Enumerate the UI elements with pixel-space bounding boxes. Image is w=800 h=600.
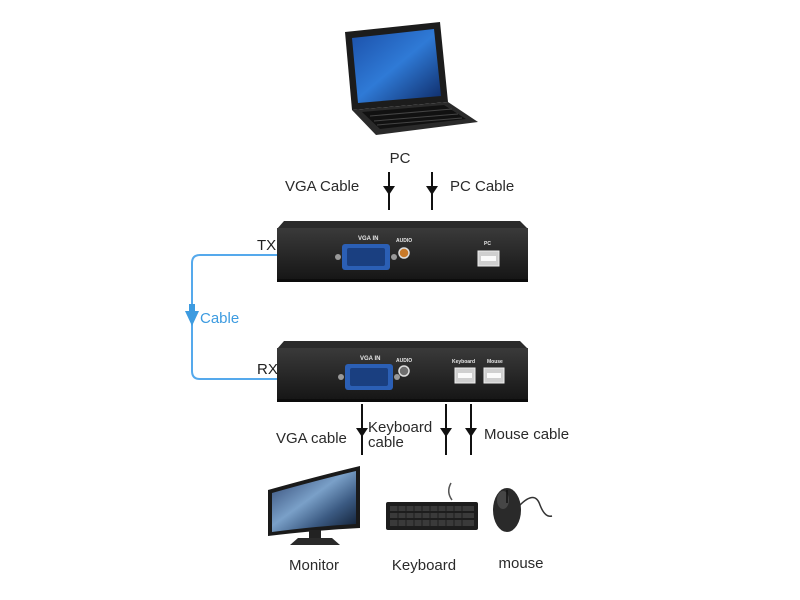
keyboard-label: Keyboard [392,557,456,574]
keyboard-icon [386,482,478,530]
tx-box: VGA IN AUDIO PC [277,221,528,282]
vga-cable-label-top: VGA Cable [285,178,359,195]
vga-cable-label-bottom: VGA cable [276,430,347,447]
mouse-label: mouse [498,555,543,572]
laptop-icon [345,22,478,135]
tx-audio-port [398,247,410,259]
link-cable-arrow [185,311,199,326]
monitor-label: Monitor [289,557,339,574]
pc-cable-label: PC Cable [450,178,514,195]
link-cable-label: Cable [200,310,239,327]
rx-output-arrows [356,404,477,455]
monitor-icon [268,466,360,545]
rx-vga-in-label: VGA IN [360,356,380,362]
rx-box: VGA IN AUDIO Keyboard Mouse [277,341,528,402]
pc-label: PC [390,150,411,167]
rx-audio-label: AUDIO [396,358,412,364]
rx-audio-port [398,365,410,377]
mouse-icon [493,488,553,532]
tx-audio-label: AUDIO [396,238,412,244]
rx-keyboard-port-label: Keyboard [452,359,475,365]
tx-input-arrows [383,172,438,210]
tx-vga-in-label: VGA IN [358,236,378,242]
rx-label: RX [257,361,278,378]
tx-vga-port [335,244,397,270]
keyboard-cable-label-line2: cable [368,434,404,451]
tx-pc-port-label: PC [484,241,491,247]
rx-mouse-port-label: Mouse [487,359,503,365]
mouse-cable-label: Mouse cable [484,426,569,443]
rx-vga-port [338,364,400,390]
tx-label: TX [257,237,276,254]
keyboard-cable-label-line1: Keyboard [368,419,432,436]
